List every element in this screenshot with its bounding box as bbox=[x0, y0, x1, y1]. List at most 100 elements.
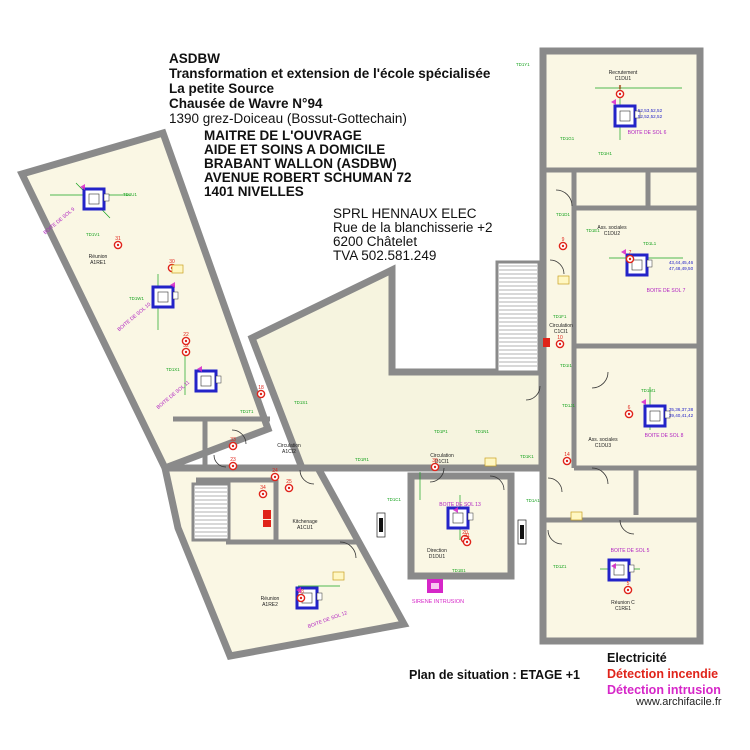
smoke-detector-icon bbox=[181, 347, 191, 357]
smoke-detector-icon bbox=[284, 483, 294, 493]
detector-number: 5 bbox=[627, 581, 630, 587]
room-name-label: Ass. sociales bbox=[588, 437, 618, 443]
floor-box-label: BOITE DE SOL 8 bbox=[645, 433, 684, 439]
outlet-label: TD1X1 bbox=[166, 367, 180, 372]
smoke-detector-icon bbox=[623, 585, 633, 595]
project-city: 1390 grez-Doiceau (Bossut-Gottechain) bbox=[169, 111, 407, 126]
legend-fire-detection: Détection incendie bbox=[607, 667, 719, 681]
room-name-label: Ass. sociales bbox=[597, 225, 627, 231]
outlet-label: TD1G1 bbox=[560, 136, 575, 141]
lighting-boxes bbox=[171, 264, 583, 581]
room-name-label: Kitchenage bbox=[292, 519, 317, 525]
detector-number: 20 bbox=[462, 530, 468, 536]
motion-sensor-icon bbox=[170, 282, 175, 288]
motion-sensor-icon bbox=[80, 184, 85, 190]
contractor-name: SPRL HENNAUX ELEC bbox=[333, 206, 477, 221]
fire-panel-icon bbox=[263, 510, 271, 519]
light-box-icon bbox=[332, 571, 345, 581]
detector-number: 24 bbox=[272, 468, 278, 474]
circuit-group-label: 47,48,49,50 bbox=[669, 266, 694, 271]
motion-sensor-icon bbox=[641, 399, 646, 405]
detector-number: 39 bbox=[432, 458, 438, 464]
outlet-label: TD1T1 bbox=[240, 409, 254, 414]
owner-city: 1401 NIVELLES bbox=[204, 184, 304, 199]
smoke-detector-icon bbox=[270, 472, 280, 482]
motion-sensor-icon bbox=[296, 587, 301, 593]
contractor-street: Rue de la blanchisserie +2 bbox=[333, 220, 493, 235]
room-name-label: Recrutement bbox=[609, 70, 638, 76]
fire-panel-icon bbox=[543, 338, 550, 347]
outlet-label: TD1J1 bbox=[562, 403, 575, 408]
room-name-label: Direction bbox=[427, 548, 447, 554]
room-code-label: C1CI1 bbox=[554, 329, 568, 335]
motion-sensor-icon bbox=[197, 366, 202, 372]
detector-number: 14 bbox=[564, 452, 570, 458]
outlet-label: TD1N1 bbox=[475, 429, 489, 434]
project-description: Transformation et extension de l'école s… bbox=[169, 66, 491, 81]
detector-number: 34 bbox=[260, 485, 266, 491]
circuit-group-label: 39,40,41,42 bbox=[669, 413, 694, 418]
detector-number: 30 bbox=[169, 259, 175, 265]
light-box-icon bbox=[484, 457, 497, 467]
motion-sensor-icon bbox=[611, 99, 616, 105]
light-box-icon bbox=[557, 275, 570, 285]
outlet-label: TD1D1 bbox=[556, 212, 570, 217]
detector-number: 18 bbox=[258, 385, 264, 391]
detector-number: 10 bbox=[557, 335, 563, 341]
outlet-label: TD1S1 bbox=[294, 400, 308, 405]
smoke-detector-icon bbox=[624, 409, 634, 419]
room-name-label: Circulation bbox=[549, 323, 573, 329]
detector-number: 6 bbox=[628, 405, 631, 411]
smoke-detector-icon bbox=[256, 389, 266, 399]
detector-number: 7 bbox=[629, 250, 632, 256]
floor-box-icon bbox=[194, 369, 222, 393]
contractor-vat: TVA 502.581.249 bbox=[333, 248, 437, 263]
owner-info: MAITRE DE L'OUVRAGE AIDE ET SOINS A DOMI… bbox=[204, 129, 412, 199]
detector-number: 8 bbox=[619, 85, 622, 91]
room-code-label: C1DU1 bbox=[615, 76, 632, 82]
floor-box-icon bbox=[82, 187, 110, 211]
smoke-detector-icon bbox=[296, 593, 306, 603]
room-code-label: A1RE1 bbox=[90, 260, 106, 266]
room-name-label: Circulation bbox=[430, 453, 454, 459]
outlet-label: TD1E1 bbox=[586, 228, 600, 233]
fire-panel-icon bbox=[263, 520, 271, 527]
circuit-group-label: 43,44,45,46 bbox=[669, 260, 694, 265]
room-name-label: Réunion bbox=[89, 254, 108, 260]
project-site-name: La petite Source bbox=[169, 81, 275, 96]
detector-number: 21 bbox=[464, 533, 470, 539]
staircase-north bbox=[495, 260, 541, 374]
outlet-label: TD1H1 bbox=[598, 151, 612, 156]
floor-box-label: BOITE DE SOL 5 bbox=[611, 548, 650, 554]
outlet-label: TD1A1 bbox=[526, 498, 540, 503]
contractor-info: SPRL HENNAUX ELEC Rue de la blanchisseri… bbox=[333, 207, 492, 263]
room-code-label: A1CI2 bbox=[282, 449, 296, 455]
light-box-icon bbox=[171, 264, 184, 274]
watermark: www.archifacile.fr bbox=[636, 696, 722, 708]
staircase-south-steps bbox=[195, 487, 227, 537]
floor-box-icon bbox=[151, 285, 179, 309]
smoke-detector-icon bbox=[615, 89, 625, 99]
outlet-label: TD1I1 bbox=[560, 363, 573, 368]
room-code-label: A1CU1 bbox=[297, 525, 313, 531]
room-code-label: D1CI1 bbox=[435, 459, 449, 465]
outlet-label: TD1F1 bbox=[553, 314, 567, 319]
floor-box-label: BOITE DE SOL 13 bbox=[439, 502, 481, 508]
room-name-label: Réunion bbox=[261, 596, 280, 602]
fire-detectors: 8976103130322218333424252328202139145 bbox=[113, 85, 635, 603]
siren-intrusion-label: SIRENE INTRUSION bbox=[412, 599, 464, 605]
smoke-detector-icon bbox=[430, 462, 440, 472]
outlet-label: TD1M1 bbox=[641, 388, 656, 393]
legend-intrusion-detection: Détection intrusion bbox=[607, 683, 721, 697]
room-name-label: Circulation bbox=[277, 443, 301, 449]
outlet-label: TD1U1 bbox=[123, 192, 137, 197]
project-street: Chausée de Wavre N°94 bbox=[169, 96, 323, 111]
outlet-label: TD1Z1 bbox=[553, 564, 567, 569]
project-info: ASDBW Transformation et extension de l'é… bbox=[169, 51, 490, 126]
detector-number: 22 bbox=[183, 332, 189, 338]
doors bbox=[213, 189, 635, 559]
legend-electricity: Electricité bbox=[607, 651, 667, 665]
smoke-detector-icon bbox=[625, 254, 635, 264]
